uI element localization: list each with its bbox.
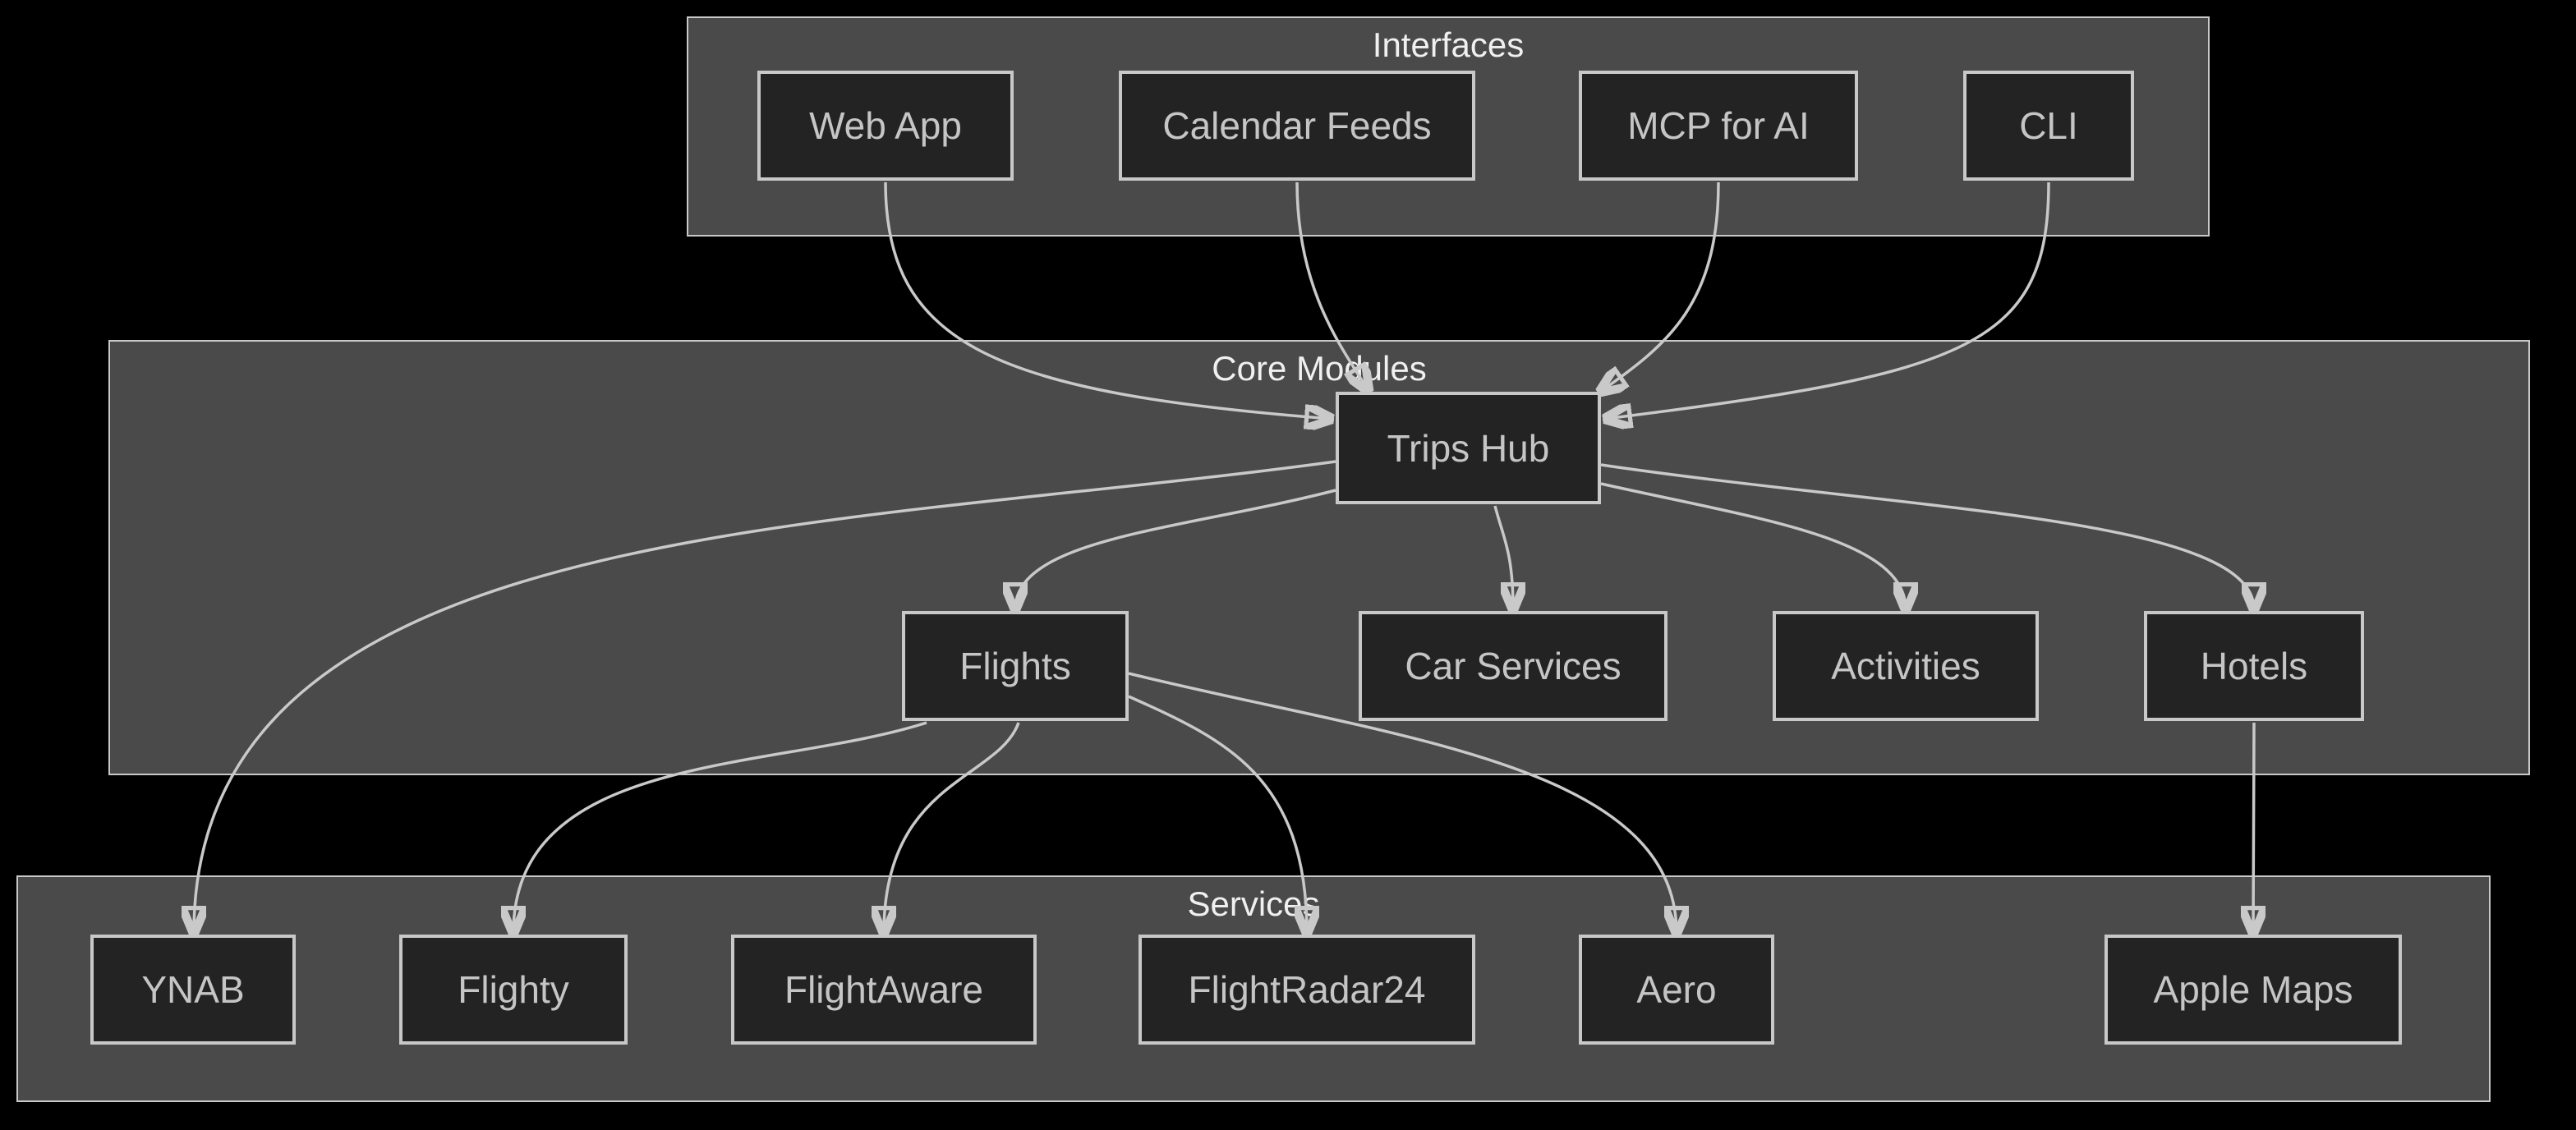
edge-web-app-trips-hub — [884, 181, 1332, 419]
node-mcp-for-ai-label: MCP for AI — [1627, 104, 1810, 147]
cluster-interfaces-label: Interfaces — [1372, 25, 1525, 64]
edge-flights-flighty — [513, 721, 927, 933]
node-flights-label: Flights — [959, 645, 1071, 687]
edge-mcp-for-ai-trips-hub — [1600, 181, 1720, 392]
node-calendar-feeds: Calendar Feeds — [1119, 71, 1475, 181]
edge-cli-trips-hub — [1605, 181, 2050, 419]
node-activities-label: Activities — [1831, 645, 1980, 687]
edge-flights-aero — [1128, 672, 1677, 933]
node-flighty-label: Flighty — [458, 968, 569, 1011]
edge-trips-hub-flights — [1015, 489, 1336, 609]
node-flighty: Flighty — [399, 935, 628, 1045]
node-apple-maps-label: Apple Maps — [2153, 968, 2353, 1011]
node-cli-label: CLI — [2019, 104, 2078, 147]
node-car-services-label: Car Services — [1405, 645, 1622, 687]
node-activities: Activities — [1773, 611, 2039, 721]
node-aero-label: Aero — [1636, 968, 1717, 1011]
node-flights: Flights — [902, 611, 1129, 721]
node-car-services: Car Services — [1359, 611, 1668, 721]
edge-flights-flightradar24 — [1128, 695, 1307, 933]
node-ynab-label: YNAB — [141, 968, 245, 1011]
node-aero: Aero — [1579, 935, 1774, 1045]
node-mcp-for-ai: MCP for AI — [1579, 71, 1858, 181]
edge-trips-hub-ynab — [194, 460, 1336, 933]
node-calendar-feeds-label: Calendar Feeds — [1162, 104, 1432, 147]
node-trips-hub-label: Trips Hub — [1387, 426, 1550, 470]
edge-calendar-feeds-trips-hub — [1295, 181, 1368, 391]
node-flightaware: FlightAware — [731, 935, 1037, 1045]
cluster-core-modules-label: Core Modules — [1212, 349, 1427, 388]
node-hotels-label: Hotels — [2200, 645, 2308, 687]
edge-trips-hub-hotels — [1600, 463, 2254, 609]
node-trips-hub: Trips Hub — [1336, 392, 1601, 504]
node-web-app: Web App — [757, 71, 1014, 181]
node-flightaware-label: FlightAware — [784, 968, 984, 1011]
edge-hotels-apple-maps — [2253, 722, 2254, 933]
node-cli: CLI — [1963, 71, 2134, 181]
edge-trips-hub-car-services — [1493, 505, 1513, 609]
node-flightradar24: FlightRadar24 — [1138, 935, 1475, 1045]
edge-flights-flightaware — [884, 722, 1020, 933]
node-flightradar24-label: FlightRadar24 — [1188, 968, 1426, 1011]
node-ynab: YNAB — [90, 935, 296, 1045]
edge-trips-hub-activities — [1600, 482, 1906, 609]
node-hotels: Hotels — [2144, 611, 2364, 721]
node-apple-maps: Apple Maps — [2104, 935, 2402, 1045]
node-web-app-label: Web App — [809, 104, 962, 147]
